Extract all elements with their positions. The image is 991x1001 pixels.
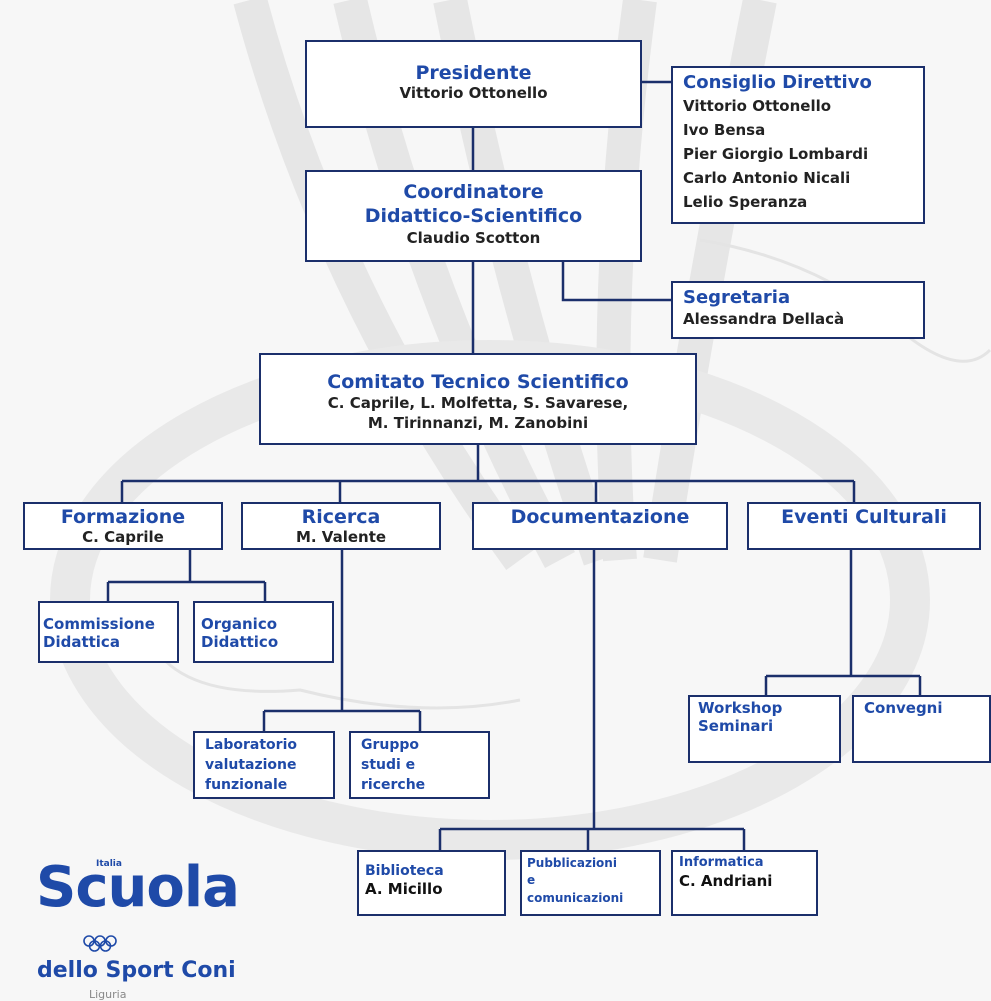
- workshop-line1: Workshop: [698, 699, 783, 717]
- biblioteca-name: A. Micillo: [365, 880, 443, 898]
- olympic-rings-icon: [83, 935, 117, 952]
- formazione-name: C. Caprile: [82, 528, 164, 546]
- documentazione-box: Documentazione: [472, 502, 728, 550]
- informatica-name: C. Andriani: [679, 872, 773, 890]
- formazione-box: Formazione C. Caprile: [23, 502, 223, 550]
- consiglio-member: Pier Giorgio Lombardi: [683, 145, 869, 163]
- segretaria-box: Segretaria Alessandra Dellacà: [671, 281, 925, 339]
- organico-line1: Organico: [201, 615, 278, 633]
- biblioteca-title: Biblioteca: [365, 863, 444, 879]
- consiglio-title: Consiglio Direttivo: [683, 72, 872, 93]
- presidente-box: Presidente Vittorio Ottonello: [305, 40, 642, 128]
- documentazione-title: Documentazione: [510, 506, 690, 528]
- logo-region: Liguria: [89, 988, 127, 1001]
- consiglio-member: Ivo Bensa: [683, 121, 766, 139]
- workshop-line2: Seminari: [698, 717, 774, 735]
- comitato-line2: M. Tirinnanzi, M. Zanobini: [367, 414, 589, 432]
- coordinatore-box: Coordinatore Didattico-Scientifico Claud…: [305, 170, 642, 262]
- commissione-line1: Commissione: [43, 615, 155, 633]
- ricerca-name: M. Valente: [295, 528, 387, 546]
- formazione-title: Formazione: [60, 506, 186, 528]
- commissione-box: Commissione Didattica: [38, 601, 179, 663]
- organico-line2: Didattico: [201, 633, 279, 651]
- eventi-title: Eventi Culturali: [781, 506, 947, 528]
- pubblicazioni-line1: Pubblicazioni: [527, 856, 617, 870]
- laboratorio-line3: funzionale: [205, 777, 288, 793]
- pubblicazioni-line2: e: [527, 873, 536, 887]
- gruppo-line2: studi e: [361, 757, 416, 773]
- pubblicazioni-line3: comunicazioni: [527, 891, 624, 905]
- laboratorio-line2: valutazione: [205, 757, 297, 773]
- consiglio-member: Lelio Speranza: [683, 193, 808, 211]
- coordinatore-title-line2: Didattico-Scientifico: [364, 205, 583, 227]
- presidente-title: Presidente: [415, 62, 532, 84]
- gruppo-line3: ricerche: [361, 777, 426, 793]
- presidente-name: Vittorio Ottonello: [399, 84, 548, 102]
- logo-subtitle: dello Sport Coni: [37, 958, 236, 983]
- gruppo-line1: Gruppo: [361, 737, 420, 753]
- ricerca-title: Ricerca: [301, 506, 381, 528]
- coordinatore-title-line1: Coordinatore: [403, 181, 544, 203]
- organico-box: Organico Didattico: [193, 601, 334, 663]
- coordinatore-name: Claudio Scotton: [406, 229, 541, 247]
- comitato-title: Comitato Tecnico Scientifico: [327, 371, 629, 393]
- laboratorio-line1: Laboratorio: [205, 737, 297, 753]
- convegni-box: Convegni: [852, 695, 991, 763]
- logo-italia: Italia: [96, 859, 122, 869]
- informatica-title: Informatica: [679, 855, 764, 870]
- gruppo-box: Gruppo studi e ricerche: [349, 731, 490, 799]
- ricerca-box: Ricerca M. Valente: [241, 502, 441, 550]
- pubblicazioni-box: Pubblicazioni e comunicazioni: [520, 850, 661, 916]
- commissione-line2: Didattica: [43, 633, 120, 651]
- eventi-box: Eventi Culturali: [747, 502, 981, 550]
- logo-main-text: Scuola: [36, 855, 240, 920]
- comitato-box: Comitato Tecnico Scientifico C. Caprile,…: [259, 353, 697, 445]
- consiglio-direttivo-box: Consiglio Direttivo Vittorio Ottonello I…: [671, 66, 925, 224]
- laboratorio-box: Laboratorio valutazione funzionale: [193, 731, 335, 799]
- comitato-line1: C. Caprile, L. Molfetta, S. Savarese,: [327, 394, 629, 412]
- convegni-title: Convegni: [864, 699, 943, 717]
- consiglio-member: Carlo Antonio Nicali: [683, 169, 851, 187]
- consiglio-member: Vittorio Ottonello: [683, 97, 832, 115]
- informatica-box: Informatica C. Andriani: [671, 850, 818, 916]
- segretaria-title: Segretaria: [683, 287, 791, 308]
- segretaria-name: Alessandra Dellacà: [683, 310, 845, 328]
- biblioteca-box: Biblioteca A. Micillo: [357, 850, 506, 916]
- workshop-box: Workshop Seminari: [688, 695, 841, 763]
